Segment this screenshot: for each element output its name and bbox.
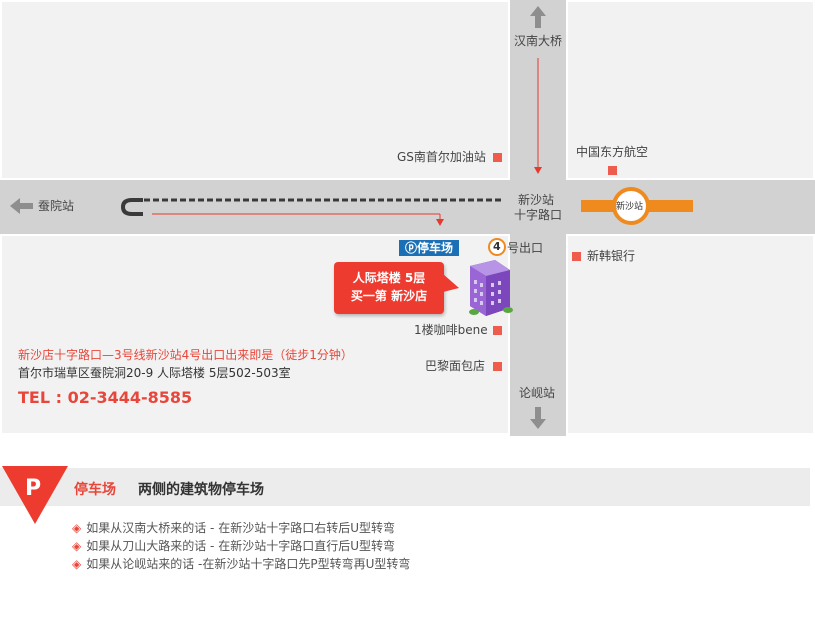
building-icon (469, 260, 513, 316)
parking-icon-letter: P (25, 476, 42, 501)
label-cafe-bene: 1楼咖啡bene (414, 323, 488, 337)
label-paris-baguette: 巴黎面包店 (425, 359, 486, 373)
building-callout: 人际塔楼 5层 买一第 新沙店 (334, 262, 444, 314)
address-tel: TEL : 02-3444-8585 (18, 388, 193, 407)
parking-route-3: ◈ 如果从论岘站来的话 -在新沙站十字路口先P型转弯再U型转弯 (72, 555, 410, 572)
parking-title: 停车场 (74, 482, 116, 498)
cafe-bene-marker (493, 326, 502, 335)
parking-p-icon (2, 466, 68, 524)
china-eastern-marker (608, 166, 617, 175)
callout-line-2: 买一第 新沙店 (350, 289, 428, 303)
label-sinsa-crossroad-1: 新沙站 (518, 193, 555, 207)
route-text: 如果从刀山大路来的话 - 在新沙站十字路口直行后U型转弯 (86, 539, 395, 553)
map-overlay (10, 6, 693, 429)
parking-subtitle: 两侧的建筑物停车场 (138, 482, 264, 498)
callout-pointer (443, 274, 459, 292)
callout-line-1: 人际塔楼 5层 (352, 271, 426, 285)
diamond-bullet-icon: ◈ (72, 557, 82, 571)
south-arrow-icon (530, 407, 546, 429)
exit-label: 号出口 (507, 241, 544, 255)
sinsa-station-circle-label: 新沙站 (616, 202, 644, 212)
parking-route-1: ◈ 如果从汉南大桥来的话 - 在新沙站十字路口右转后U型转弯 (72, 519, 395, 536)
label-shinhan-bank: 新韩银行 (587, 249, 636, 263)
parking-route-2: ◈ 如果从刀山大路来的话 - 在新沙站十字路口直行后U型转弯 (72, 537, 395, 554)
label-china-eastern: 中国东方航空 (576, 145, 649, 159)
route-text: 如果从论岘站来的话 -在新沙站十字路口先P型转弯再U型转弯 (86, 557, 411, 571)
west-arrow-icon (10, 198, 33, 214)
address-street: 首尔市瑞草区蚕院洞20-9 人际塔楼 5层502-503室 (18, 366, 291, 380)
gs-station-marker (493, 153, 502, 162)
diamond-bullet-icon: ◈ (72, 539, 82, 553)
parking-badge: ⓟ停车场 (399, 240, 460, 256)
diamond-bullet-icon: ◈ (72, 521, 82, 535)
label-sinsa-crossroad-2: 十字路口 (514, 208, 563, 222)
label-hannam-bridge: 汉南大桥 (514, 34, 563, 48)
block-top-left (2, 2, 508, 178)
north-arrow-icon (530, 6, 546, 28)
u-turn-icon (120, 198, 143, 216)
exit-circle-icon (488, 238, 506, 256)
paris-baguette-marker (493, 362, 502, 371)
shinhan-bank-marker (572, 252, 581, 261)
label-nonhyeon-station: 论岘站 (519, 386, 556, 400)
block-top-right (568, 2, 813, 178)
block-bottom-right (568, 236, 813, 433)
label-jamwon-station: 蚕院站 (38, 199, 75, 213)
address-directions: 新沙店十字路口—3号线新沙站4号出口出来即是（徒步1分钟） (18, 348, 353, 362)
parking-header-bar (0, 468, 810, 506)
location-map: 汉南大桥 GS南首尔加油站 中国东方航空 蚕院站 新沙站 十字路口 新沙站 ⓟ停… (0, 0, 815, 436)
label-gs-station: GS南首尔加油站 (397, 150, 486, 164)
subway-line-3 (581, 187, 693, 225)
route-from-bridge (534, 58, 542, 174)
route-text: 如果从汉南大桥来的话 - 在新沙站十字路口右转后U型转弯 (86, 521, 395, 535)
exit-number: 4 (493, 240, 501, 253)
parking-section: P 停车场 两侧的建筑物停车场 ◈ 如果从汉南大桥来的话 - 在新沙站十字路口右转… (0, 466, 815, 616)
route-to-building (152, 213, 444, 226)
